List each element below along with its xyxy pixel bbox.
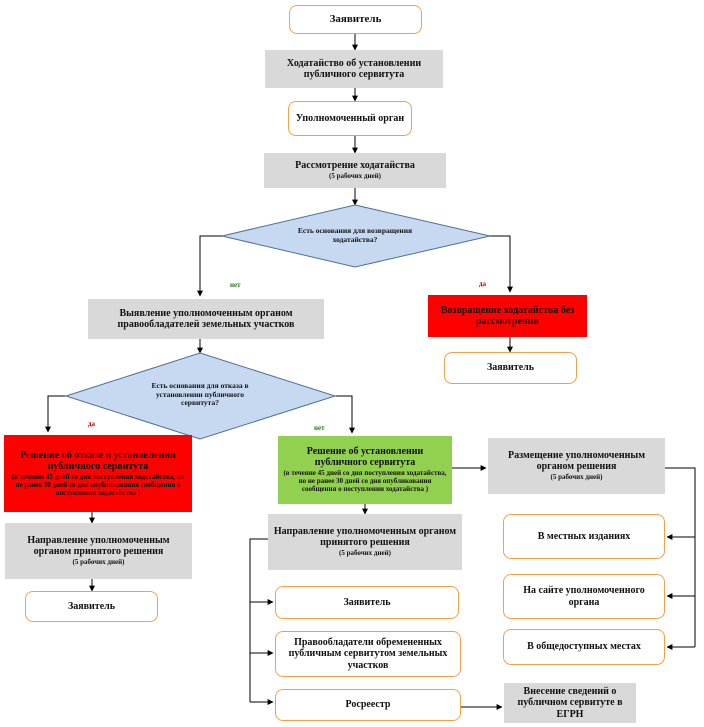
publish-public-box: В общедоступных местах [503, 629, 665, 665]
identify-owners-box: Выявление уполномоченным органом правооб… [88, 299, 324, 339]
arrow-decision2-yes [45, 395, 66, 433]
return-petition-label: Возвращение ходатайства без рассмотрения [440, 304, 575, 327]
arrow-decision2-no [335, 395, 355, 434]
refusal-title: Решение об отказе в установлении публичн… [20, 449, 176, 472]
refusal-terms: (в течение 45 дней со дня поступления хо… [11, 472, 185, 497]
egrn-entry-box: Внесение сведений о публичном сервитуте … [504, 683, 636, 723]
recipient-applicant-label: Заявитель [343, 596, 391, 608]
publish-media-label: В местных изданиях [537, 530, 631, 542]
petition-label: Ходатайство об установлении публичного с… [286, 57, 422, 80]
bracket-publish-places [665, 467, 696, 647]
approval-decision-box: Решение об установлении публичного серви… [278, 436, 452, 504]
send-approval-title: Направление уполномоченным органом приня… [273, 525, 457, 549]
decision2-text: Есть основания для отказа в установлении… [151, 381, 249, 408]
send-refusal-title: Направление уполномоченным органом приня… [27, 534, 170, 558]
authorized-body-label: Уполномоченный орган [295, 112, 405, 124]
send-approval-box: Направление уполномоченным органом приня… [268, 514, 462, 570]
publish-website-box: На сайте уполномоченного органа [503, 574, 665, 619]
publish-box: Размещение уполномоченным органом решени… [488, 438, 665, 494]
decision2-yes-label: да [88, 420, 96, 428]
egrn-entry-label: Внесение сведений о публичном сервитуте … [517, 686, 623, 720]
identify-owners-label: Выявление уполномоченным органом правооб… [117, 307, 295, 330]
applicant-top-box: Заявитель [289, 5, 422, 34]
publish-website-label: На сайте уполномоченного органа [523, 585, 645, 608]
recipient-owners-label: Правообладатели обремененных публичным с… [288, 637, 448, 671]
approval-title: Решение об установлении публичного серви… [306, 446, 424, 469]
authorized-body-box: Уполномоченный орган [288, 101, 412, 136]
decision1-diamond [221, 204, 491, 268]
arrow-decision1-no [197, 235, 222, 297]
petition-box: Ходатайство об установлении публичного с… [265, 50, 443, 88]
send-approval-days: (5 рабочих дней) [339, 549, 391, 558]
publish-public-label: В общедоступных местах [527, 641, 641, 653]
publish-days: (5 рабочих дней) [550, 473, 603, 482]
recipient-rosreestr-label: Росреестр [345, 699, 391, 711]
approval-terms: (в течение 45 дней со дня поступления хо… [283, 469, 447, 494]
applicant-top-label: Заявитель [329, 13, 382, 26]
decision1-text: Есть основания для возвращения ходатайст… [297, 226, 413, 244]
applicant-refused-label: Заявитель [67, 600, 116, 612]
decision2-diamond [64, 352, 337, 440]
publish-media-box: В местных изданиях [503, 514, 665, 559]
review-title: Рассмотрение ходатайства [295, 159, 415, 171]
recipient-rosreestr-box: Росреестр [275, 689, 461, 721]
decision1-no-label: нет [230, 281, 241, 289]
review-box: Рассмотрение ходатайства (5 рабочих дней… [264, 153, 446, 188]
decision1-yes-label: да [479, 280, 487, 288]
recipient-owners-box: Правообладатели обремененных публичным с… [275, 631, 461, 677]
send-refusal-box: Направление уполномоченным органом приня… [5, 523, 192, 579]
send-refusal-days: (5 рабочих дней) [72, 558, 125, 567]
bracket-send-recipients [249, 538, 268, 702]
recipient-applicant-box: Заявитель [275, 586, 459, 619]
publish-title: Размещение уполномоченным органом решени… [507, 449, 646, 473]
refusal-decision-box: Решение об отказе в установлении публичн… [4, 435, 192, 512]
arrow-decision1-yes [490, 235, 513, 293]
applicant-returned-box: Заявитель [444, 352, 577, 384]
decision2-no-label: нет [314, 424, 325, 432]
return-petition-box: Возвращение ходатайства без рассмотрения [428, 295, 587, 337]
review-days: (5 рабочих дней) [329, 172, 381, 181]
applicant-returned-label: Заявитель [486, 362, 535, 374]
applicant-refused-box: Заявитель [25, 591, 158, 622]
